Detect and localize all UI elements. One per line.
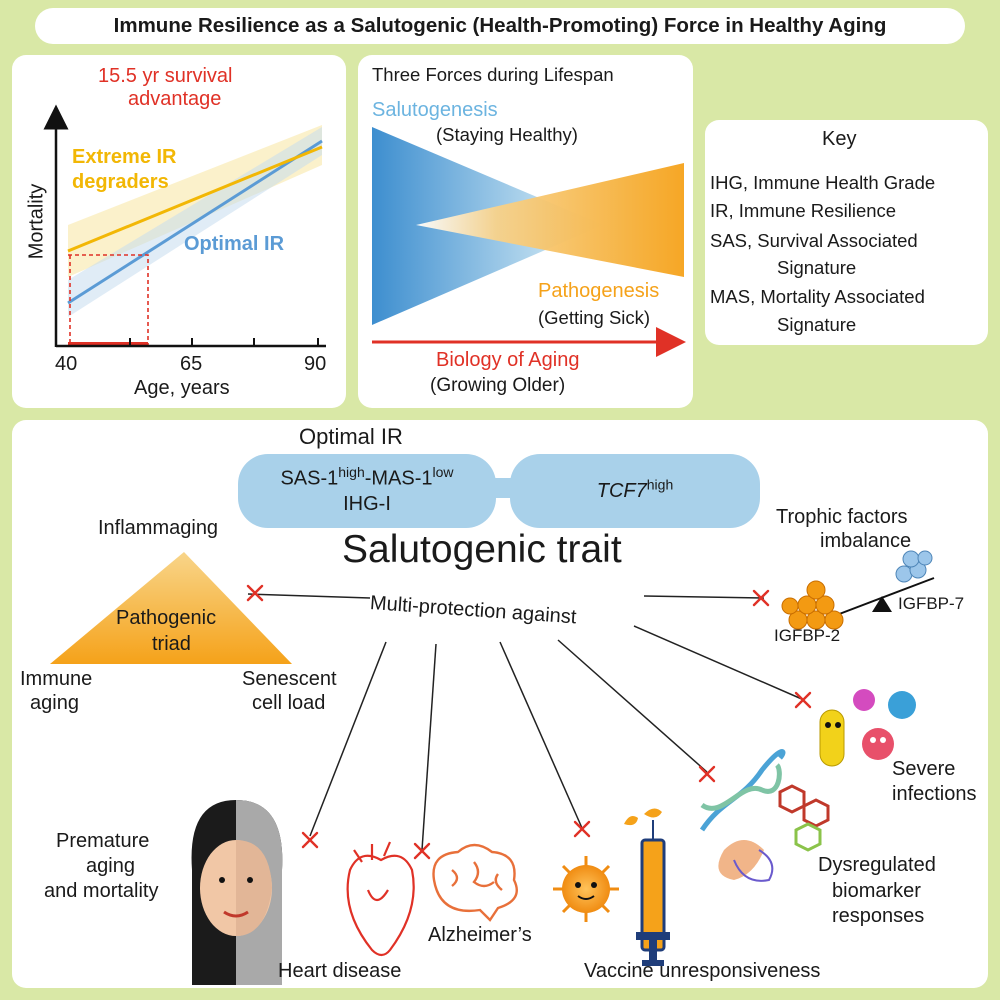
premature-aging-label: Premature: [56, 830, 150, 852]
ihg-text: IHG-I: [343, 492, 391, 515]
x-mark-icon: [698, 765, 716, 783]
degraders-confidence-band: [68, 125, 322, 277]
key-item: Signature: [777, 257, 857, 278]
inflammaging-label: Inflammaging: [98, 517, 219, 539]
key-heading: Key: [822, 128, 857, 150]
alzheimers-label: Alzheimer’s: [428, 924, 532, 946]
igfbp-balance-icon: [781, 550, 935, 630]
heart-disease-label: Heart disease: [278, 960, 402, 982]
sas-text: SAS-1: [280, 467, 339, 490]
severe-infections-label-2: infections: [892, 783, 977, 805]
sas-sup: high: [338, 464, 365, 480]
aging-sub: (Growing Older): [430, 375, 566, 396]
severe-infections-label: Severe: [892, 758, 956, 780]
dysregulated-label: Dysregulated: [818, 854, 936, 876]
mortality-chart: [43, 104, 326, 348]
trophic-label: Trophic factors: [776, 506, 908, 528]
dysregulated-label-2: biomarker: [832, 880, 921, 902]
advantage-label-2: advantage: [128, 88, 222, 110]
optimal-ir-heading: Optimal IR: [299, 424, 403, 449]
x-tick-90: 90: [304, 353, 327, 375]
mas-sup: low: [432, 464, 454, 480]
pathogenic-triad-triangle: [50, 552, 292, 664]
key-panel: Key IHG, Immune Health Grade IR, Immune …: [705, 120, 988, 345]
x-mark-icon: [752, 589, 770, 607]
triad-label-2: triad: [152, 633, 191, 655]
optimal-ir-line: [67, 139, 323, 305]
microbes-icon: [819, 689, 916, 767]
tcf7-text: TCF7: [596, 480, 647, 502]
pathogenesis-wedge: [416, 163, 684, 277]
mas-text: -MAS-1: [364, 467, 433, 490]
dysregulated-label-3: responses: [832, 905, 925, 927]
pathogenesis-sub: (Getting Sick): [538, 307, 651, 328]
syringe-icon: [624, 808, 670, 966]
aging-label: Biology of Aging: [436, 349, 580, 371]
degraders-label-2: degraders: [72, 171, 169, 193]
page-title: Immune Resilience as a Salutogenic (Heal…: [35, 8, 965, 44]
key-item: Signature: [777, 314, 857, 335]
x-mark-icon: [794, 691, 812, 709]
x-tick-65: 65: [180, 353, 203, 375]
premature-aging-label-2: aging: [86, 855, 135, 877]
salutogenic-panel: Optimal IR SAS-1high-MAS-1low IHG-I TCF7…: [12, 420, 988, 988]
block-markers: [246, 584, 812, 860]
premature-aging-label-3: and mortality: [44, 880, 159, 902]
x-axis-label: Age, years: [134, 377, 230, 399]
key-item: MAS, Mortality Associated: [710, 286, 925, 307]
mortality-panel: 15.5 yr survival advantage Extreme IR de…: [12, 55, 346, 408]
x-mark-icon: [413, 842, 431, 860]
trophic-label-2: imbalance: [820, 530, 912, 552]
tcf7-sup: high: [646, 476, 674, 493]
biomarker-molecules-icon: [699, 749, 830, 882]
y-axis-label: Mortality: [25, 183, 48, 260]
igfbp7-label: IGFBP-7: [898, 594, 965, 613]
x-tick-40: 40: [55, 353, 78, 375]
key-item: IR, Immune Resilience: [710, 200, 897, 221]
immune-aging-label: Immune: [20, 668, 93, 690]
vaccine-label: Vaccine unresponsiveness: [584, 960, 821, 982]
advantage-label: 15.5 yr survival: [98, 65, 233, 87]
x-mark-icon: [246, 584, 264, 602]
x-mark-icon: [301, 831, 319, 849]
sas-mas-pill: SAS-1high-MAS-1low IHG-I: [238, 454, 496, 528]
salutogenesis-sub: (Staying Healthy): [436, 124, 578, 145]
forces-heading: Three Forces during Lifespan: [372, 64, 614, 85]
heart-icon: [346, 841, 415, 957]
key-item: IHG, Immune Health Grade: [710, 172, 936, 193]
key-item: SAS, Survival Associated: [710, 230, 918, 251]
salutogenic-diagram: [50, 478, 935, 985]
forces-diagram: [372, 127, 686, 357]
pathogenesis-label: Pathogenesis: [538, 280, 660, 302]
senescent-label: Senescent: [242, 668, 337, 690]
immune-aging-label-2: aging: [30, 692, 79, 714]
optimal-ir-label: Optimal IR: [184, 233, 285, 255]
survival-advantage-box: [68, 254, 149, 345]
tcf7-pill: TCF7high: [510, 454, 760, 528]
forces-panel: Three Forces during Lifespan Salutogenes…: [358, 55, 693, 408]
salutogenesis-label: Salutogenesis: [372, 99, 498, 121]
x-mark-icon: [573, 820, 591, 838]
brain-icon: [432, 843, 518, 922]
degraders-line: [67, 145, 323, 253]
senescent-label-2: cell load: [252, 692, 326, 714]
salutogenic-trait-label: Salutogenic trait: [342, 528, 622, 571]
aging-face-icon: [191, 800, 283, 985]
degraders-label: Extreme IR: [72, 146, 177, 168]
triad-label-1: Pathogenic: [116, 607, 217, 629]
igfbp2-label: IGFBP-2: [774, 626, 841, 645]
virus-icon: [553, 856, 619, 922]
